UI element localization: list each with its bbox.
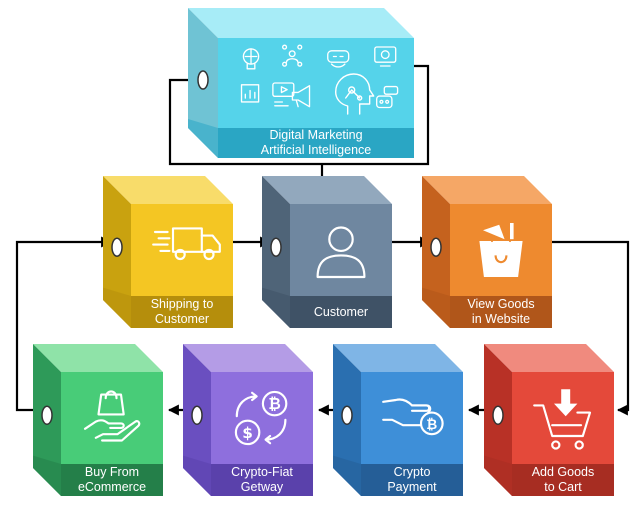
bulb-brain-icon (242, 48, 260, 70)
cube-shipping-label-line1: Shipping to (150, 297, 214, 311)
exchange-icon: ₿$ (234, 390, 288, 446)
cube-shipping-top-face (103, 176, 233, 204)
cube-ai-label-line2: Artificial Intelligence (260, 143, 372, 157)
shopping-bag-icon (479, 223, 523, 277)
cube-cart-port (492, 405, 504, 425)
connector-ai-loop (168, 64, 430, 166)
cube-view-top-face (422, 176, 552, 204)
cube-customer-top-face (262, 176, 392, 204)
hand-bag-icon (83, 390, 141, 442)
cube-fiat-port (191, 405, 203, 425)
cube-fiat-side-shadow (183, 455, 211, 496)
cube-buy-top-face (33, 344, 163, 372)
cube-payment-port (341, 405, 353, 425)
cube-ai-label-line1: Digital Marketing (269, 128, 363, 142)
cube-shipping-label-line2: Customer (154, 312, 210, 326)
cube-customer (262, 176, 392, 328)
video-chat-icon (272, 82, 295, 107)
svg-text:₿: ₿ (268, 395, 280, 413)
cube-payment-top-face (333, 344, 463, 372)
cube-buy-side-shadow (33, 455, 61, 496)
cube-shipping-side-shadow (103, 287, 131, 328)
cube-customer-label-line1: Customer (313, 304, 369, 319)
cube-view (422, 176, 552, 328)
cube-shipping-port (111, 237, 123, 257)
megaphone-icon (291, 85, 311, 108)
cube-cart (484, 344, 614, 496)
cube-ai-top-face (188, 8, 414, 38)
cube-shipping (103, 176, 233, 328)
cube-customer-side-shadow (262, 287, 290, 328)
cube-buy-label-band (61, 464, 163, 496)
cube-ai-port (197, 70, 209, 90)
connector-view-to-cart (552, 240, 630, 416)
user-icon (316, 226, 366, 279)
cube-ai-side-shadow (188, 119, 218, 158)
cube-buy-port (41, 405, 53, 425)
presentation-board-icon (374, 46, 397, 67)
cube-payment-label-band (361, 464, 463, 496)
cube-cart-side-shadow (484, 455, 512, 496)
delivery-truck-icon (152, 227, 221, 261)
cube-fiat: ₿$ (183, 344, 313, 496)
cube-view-label-line2: in Website (471, 312, 531, 326)
cube-cart-top-face (484, 344, 614, 372)
cube-cart-label-line1: Add Goods (531, 465, 595, 479)
cube-customer-port (270, 237, 282, 257)
connector-buy-to-shipping (15, 236, 113, 412)
svg-text:₿: ₿ (426, 417, 437, 433)
bitcoin-hand-icon: ₿ (382, 398, 444, 436)
cube-fiat-label-line1: Crypto-Fiat (231, 465, 293, 479)
cube-buy-label-line2: eCommerce (77, 480, 147, 494)
robot-chat-icon (376, 85, 399, 109)
vr-headset-icon (327, 50, 350, 68)
cube-fiat-top-face (183, 344, 313, 372)
network-person-icon (282, 44, 303, 67)
cubes: ₿$₿ (33, 8, 614, 496)
cube-customer-label-band (290, 296, 392, 328)
cube-view-port (430, 237, 442, 257)
cube-payment: ₿ (333, 344, 463, 496)
cube-cart-label-line2: to Cart (544, 480, 582, 494)
analytics-icon (240, 84, 260, 103)
cube-payment-side-shadow (333, 455, 361, 496)
cube-buy-label-line1: Buy From (84, 465, 140, 479)
cube-ai (188, 8, 414, 158)
cart-download-icon (533, 389, 592, 450)
ai-head-icon (334, 73, 375, 115)
cube-payment-label-line1: Crypto (393, 465, 431, 479)
cube-customer-label: Customer (290, 296, 392, 328)
cube-payment-label-line2: Payment (387, 480, 437, 494)
cube-shipping-label-band (131, 296, 233, 328)
cube-fiat-label-line2: Getway (240, 480, 284, 494)
cube-buy (33, 344, 163, 496)
cube-view-label-band (450, 296, 552, 328)
cube-view-side-shadow (422, 287, 450, 328)
cube-fiat-label-band (211, 464, 313, 496)
cube-view-label-line1: View Goods (467, 297, 535, 311)
cube-ai-label-band (218, 128, 414, 158)
cube-cart-label-band (512, 464, 614, 496)
svg-text:$: $ (242, 424, 253, 442)
